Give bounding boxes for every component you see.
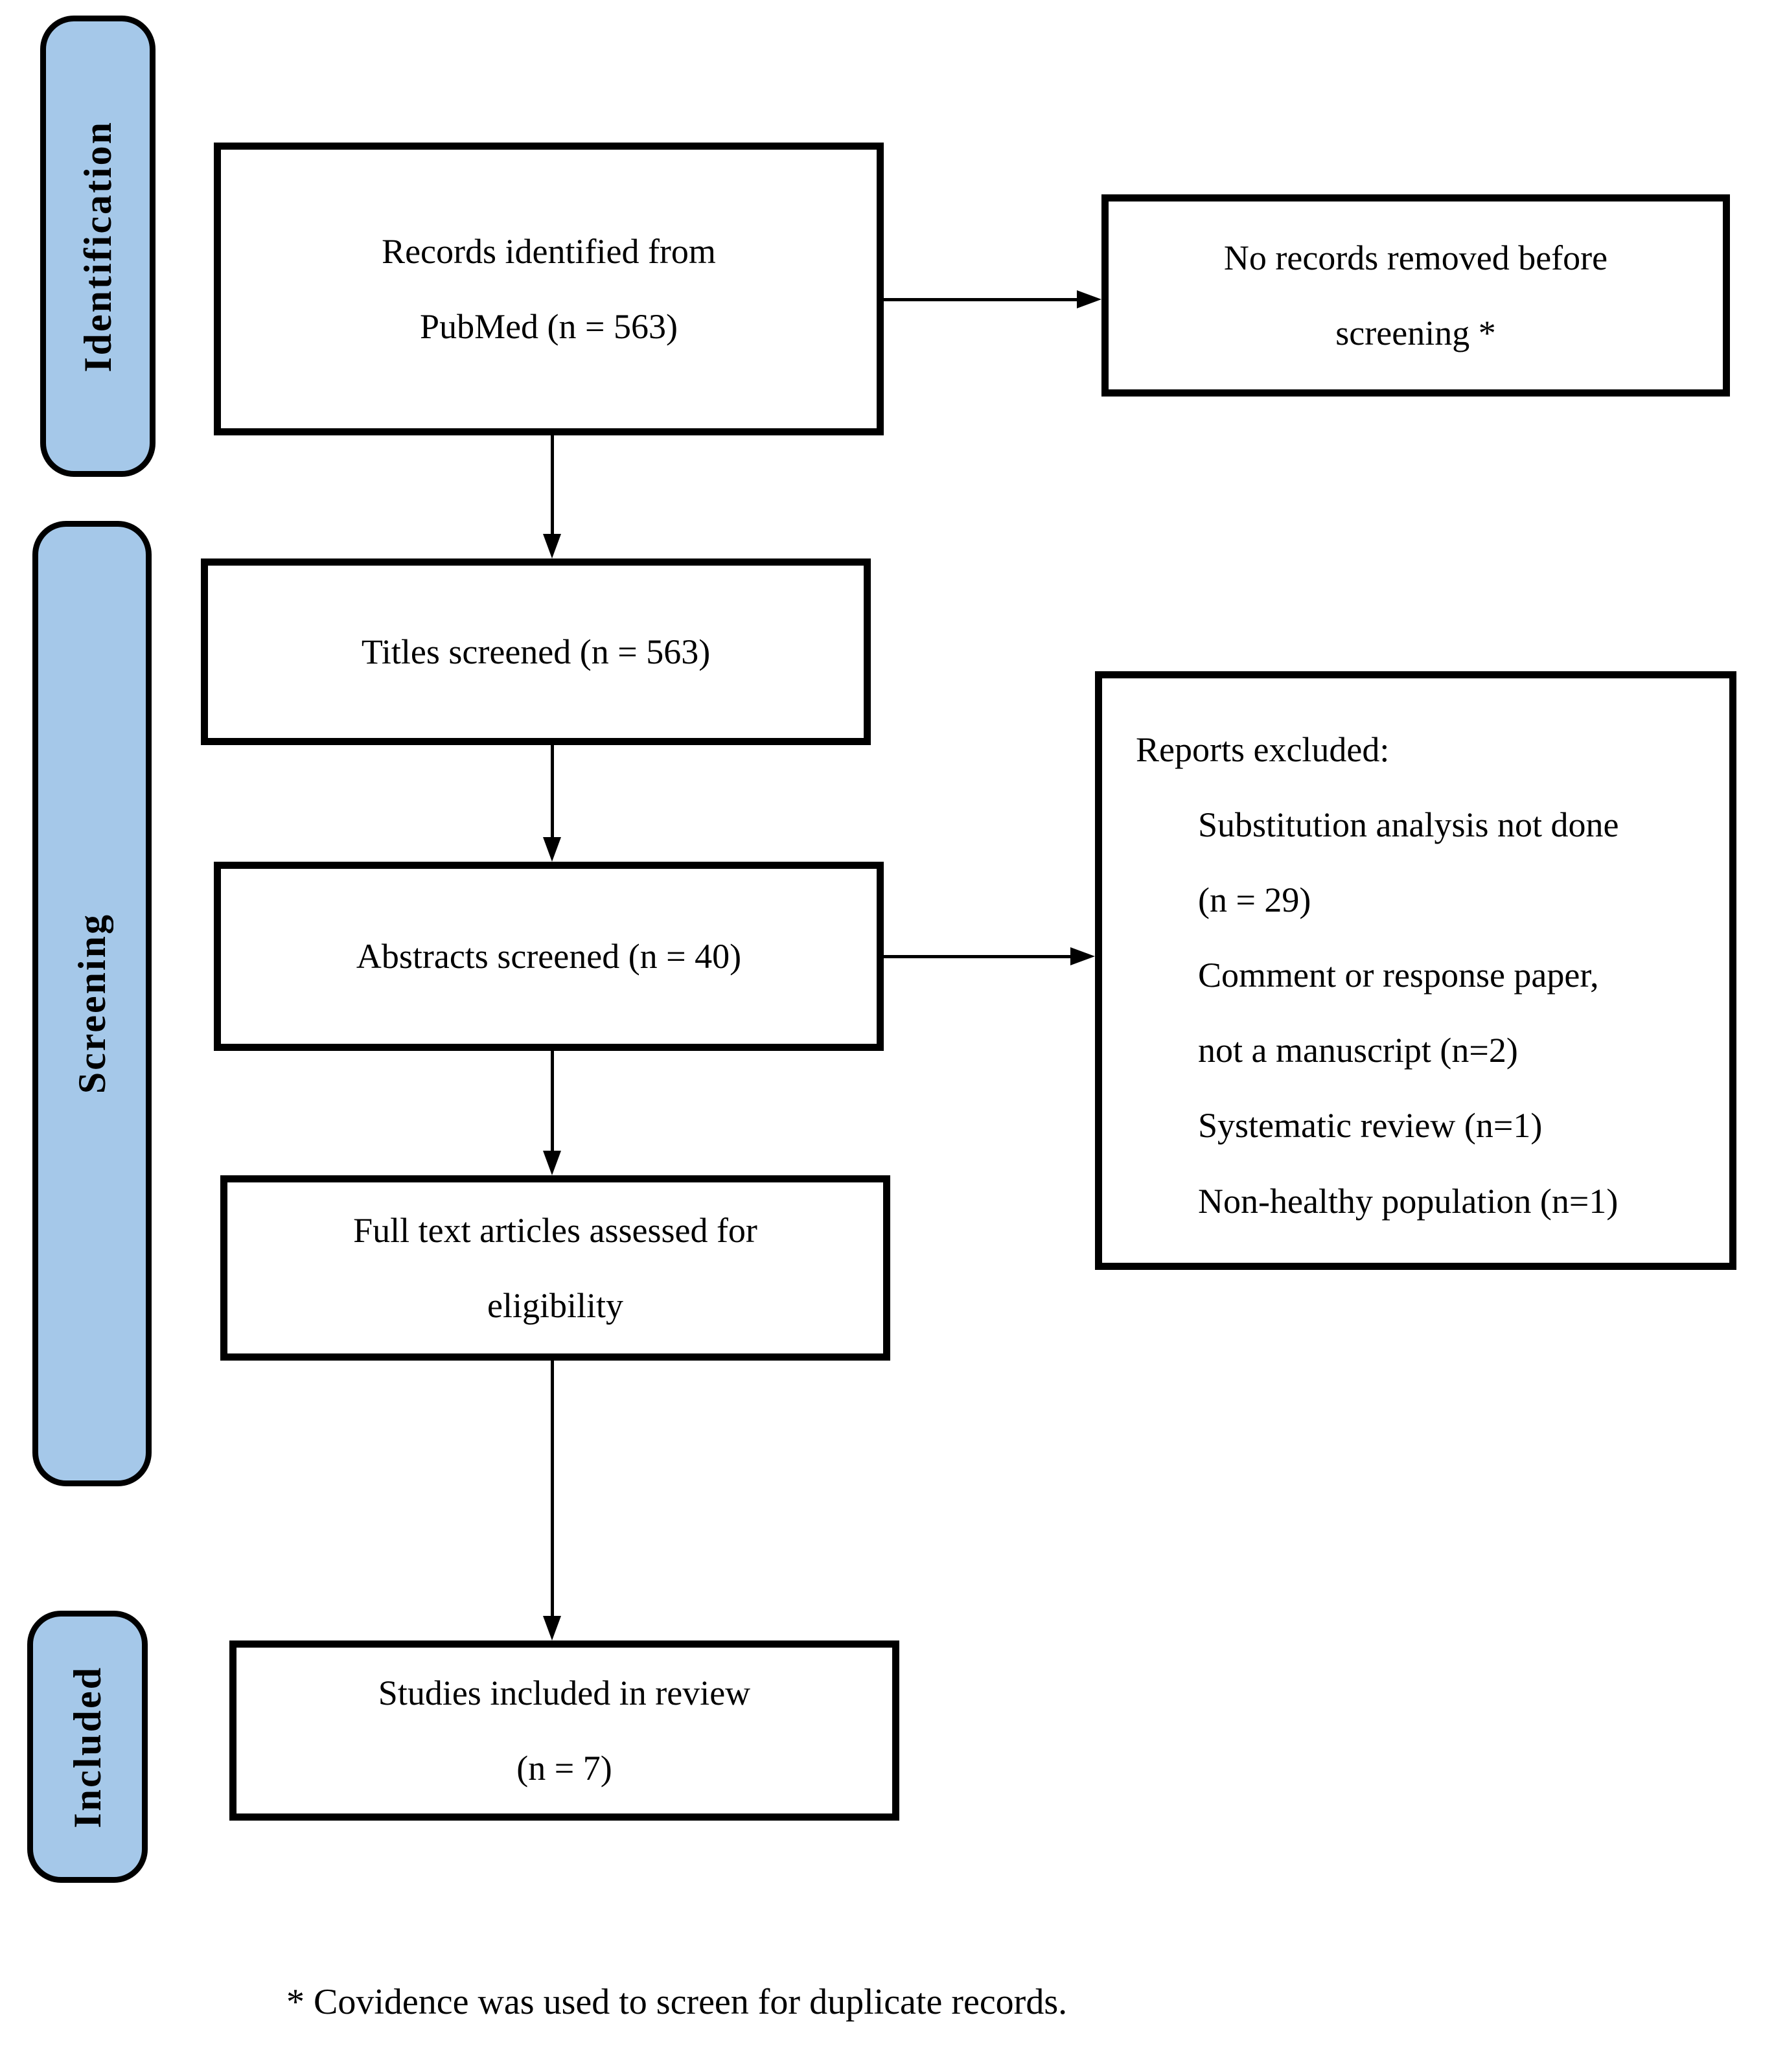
- box-studies-included-line-1: Studies included in review: [378, 1673, 751, 1712]
- box-titles-screened-line-1: Titles screened (n = 563): [361, 632, 711, 671]
- arrowhead-down-icon: [543, 837, 561, 862]
- arrow-titles-to-abstracts: [543, 745, 561, 862]
- box-records-identified: Records identified from PubMed (n = 563): [214, 143, 884, 435]
- arrow-fulltext-to-included: [543, 1361, 561, 1640]
- box-fulltext-assessed: Full text articles assessed for eligibil…: [220, 1175, 890, 1361]
- box-no-records-removed-line-1: No records removed before: [1223, 238, 1608, 277]
- box-reports-excluded: Reports excluded: Substitution analysis …: [1095, 671, 1736, 1270]
- arrow-shaft: [550, 1361, 554, 1616]
- reports-excluded-title: Reports excluded:: [1136, 730, 1390, 769]
- arrow-shaft: [884, 954, 1070, 958]
- stage-bar-included: Included: [27, 1611, 148, 1883]
- excluded-reason-line: Systematic review (n=1): [1198, 1106, 1543, 1145]
- box-no-records-removed-line-2: screening *: [1335, 314, 1496, 352]
- box-records-line-1: Records identified from: [382, 231, 716, 271]
- excluded-reason-line: Comment or response paper,: [1198, 956, 1599, 995]
- stage-bar-screening: Screening: [32, 521, 152, 1486]
- arrow-records-to-titles: [543, 435, 561, 558]
- box-no-records-removed: No records removed before screening *: [1101, 194, 1730, 397]
- box-studies-included: Studies included in review (n = 7): [229, 1640, 899, 1821]
- box-records-line-2: PubMed (n = 563): [420, 307, 678, 346]
- arrow-records-to-no-removed: [884, 290, 1101, 308]
- excluded-reason-line: Non-healthy population (n=1): [1198, 1181, 1618, 1221]
- box-titles-screened: Titles screened (n = 563): [201, 558, 871, 745]
- box-abstracts-screened: Abstracts screened (n = 40): [214, 862, 884, 1051]
- arrow-shaft: [550, 1051, 554, 1151]
- arrow-abstracts-to-fulltext: [543, 1051, 561, 1175]
- arrow-shaft: [884, 297, 1077, 301]
- stage-bar-identification: Identification: [40, 16, 156, 477]
- arrowhead-right-icon: [1070, 947, 1095, 965]
- arrow-shaft: [550, 745, 554, 837]
- arrow-abstracts-to-excluded: [884, 947, 1095, 965]
- arrowhead-down-icon: [543, 1616, 561, 1640]
- box-fulltext-line-2: eligibility: [487, 1286, 623, 1325]
- arrowhead-down-icon: [543, 534, 561, 558]
- excluded-reason-line: Substitution analysis not done: [1198, 805, 1619, 845]
- arrowhead-down-icon: [543, 1151, 561, 1175]
- stage-label-included: Included: [65, 1665, 109, 1828]
- excluded-reason-line: not a manuscript (n=2): [1198, 1031, 1518, 1070]
- box-abstracts-screened-line-1: Abstracts screened (n = 40): [356, 936, 742, 976]
- box-studies-included-line-2: (n = 7): [516, 1749, 612, 1788]
- stage-label-screening: Screening: [70, 913, 113, 1094]
- excluded-reason-line: (n = 29): [1198, 881, 1311, 920]
- stage-label-identification: Identification: [76, 120, 119, 373]
- footnote-covidence: * Covidence was used to screen for dupli…: [286, 1982, 1068, 2022]
- box-fulltext-line-1: Full text articles assessed for: [353, 1210, 757, 1250]
- arrowhead-right-icon: [1077, 290, 1101, 308]
- arrow-shaft: [550, 435, 554, 534]
